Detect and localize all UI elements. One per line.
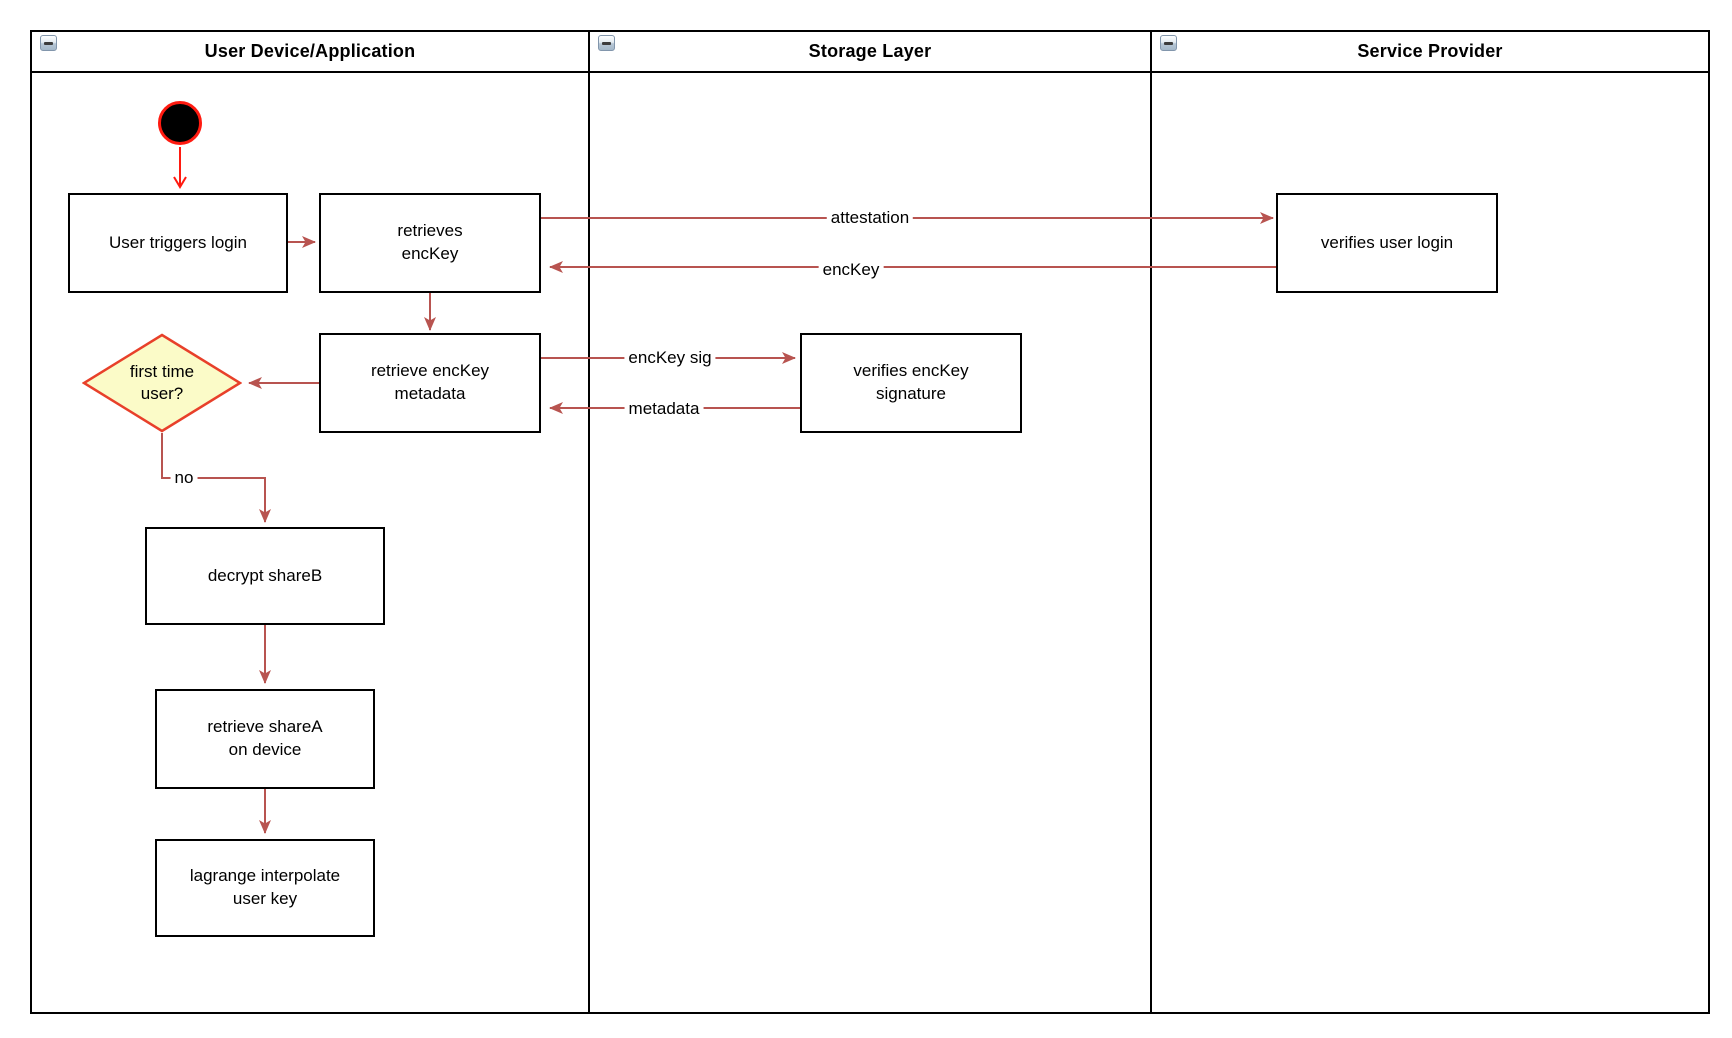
node-label-line: verifies encKey: [853, 361, 969, 381]
collapse-lane-button[interactable]: [1160, 35, 1177, 51]
node-first-time-user-decision[interactable]: first time user?: [81, 333, 243, 433]
edge-label-metadata: metadata: [624, 399, 704, 419]
node-label: decrypt shareB: [207, 565, 323, 585]
node-verifies-enckey-signature[interactable]: verifies encKey signature: [800, 333, 1022, 433]
node-label-line: retrieve shareA: [207, 717, 323, 737]
node-label-line: retrieves: [397, 221, 463, 241]
node-user-triggers-login[interactable]: User triggers login: [68, 193, 288, 293]
lane-title: User Device/Application: [204, 41, 416, 61]
lane-title: Service Provider: [1357, 41, 1503, 61]
node-lagrange-interpolate-user-key[interactable]: lagrange interpolate user key: [155, 839, 375, 937]
lane-header-storage-layer: Storage Layer: [590, 32, 1150, 71]
minus-icon: [1164, 41, 1173, 45]
edge-label-enckey: encKey: [818, 260, 884, 280]
node-label: verifies user login: [1320, 232, 1454, 252]
decision-diamond-shape: [81, 333, 243, 433]
node-label-line: metadata: [394, 384, 466, 403]
node-label-line: retrieve encKey: [370, 361, 490, 381]
lane-header-service-provider: Service Provider: [1152, 32, 1708, 71]
node-label-line: lagrange interpolate: [189, 866, 341, 886]
diamond-polygon: [81, 333, 243, 433]
node-retrieve-enckey-metadata[interactable]: retrieve encKey metadata: [319, 333, 541, 433]
initial-state-node[interactable]: [158, 101, 202, 145]
edge-label-no: no: [170, 468, 198, 488]
node-label-line: signature: [876, 384, 946, 403]
decision-label-line: first time: [129, 361, 195, 381]
decision-label-line: user?: [140, 384, 184, 403]
node-retrieve-sharea-on-device[interactable]: retrieve shareA on device: [155, 689, 375, 789]
node-label-line: on device: [228, 740, 302, 759]
node-retrieves-enckey[interactable]: retrieves encKey: [319, 193, 541, 293]
node-label: User triggers login: [109, 232, 247, 252]
minus-icon: [602, 41, 611, 45]
lane-header-user-device: User Device/Application: [32, 32, 588, 71]
node-decrypt-shareb[interactable]: decrypt shareB: [145, 527, 385, 625]
collapse-lane-button[interactable]: [598, 35, 615, 51]
edge-label-enckey-sig: encKey sig: [624, 348, 716, 368]
minus-icon: [44, 41, 53, 45]
lane-title: Storage Layer: [808, 41, 932, 61]
collapse-lane-button[interactable]: [40, 35, 57, 51]
edge-label-attestation: attestation: [826, 208, 914, 228]
node-label-line: encKey: [401, 244, 459, 263]
decision-label: first time user?: [82, 333, 242, 433]
node-verifies-user-login[interactable]: verifies user login: [1276, 193, 1498, 293]
lane-header-separator: [30, 71, 1710, 73]
lane-separator-2: [1150, 30, 1152, 1014]
node-label-line: user key: [232, 889, 298, 908]
lane-separator-1: [588, 30, 590, 1014]
